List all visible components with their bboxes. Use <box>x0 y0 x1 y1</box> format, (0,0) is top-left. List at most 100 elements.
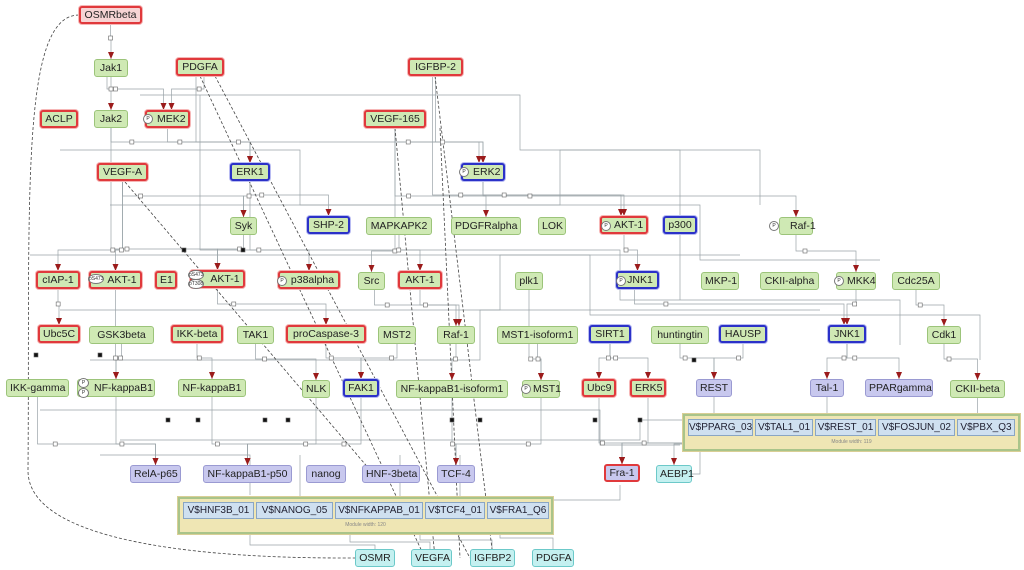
route-187 <box>40 409 680 446</box>
node-pdgfralpha[interactable]: PDGFRalpha <box>451 217 521 235</box>
node-ubc5c[interactable]: Ubc5C <box>38 325 80 343</box>
phospho-p38alpha: P <box>277 276 287 286</box>
node-mek2[interactable]: MEK2 <box>145 110 190 128</box>
node-ikkgamma[interactable]: IKK-gamma <box>6 379 69 397</box>
junction-layer <box>33 35 952 447</box>
phospho-mkk4: P <box>834 276 844 286</box>
node-mapkapk2[interactable]: MAPKAPK2 <box>366 217 432 235</box>
site-nanog-05[interactable]: V$NANOG_05 <box>256 502 333 519</box>
node-jnk1-a[interactable]: JNK1 <box>616 271 659 289</box>
edge-168 <box>621 397 649 464</box>
site-fosjun-02[interactable]: V$FOSJUN_02 <box>878 419 955 436</box>
node-ikkbeta[interactable]: IKK-beta <box>171 325 223 343</box>
site-fra1-q6[interactable]: V$FRA1_Q6 <box>487 502 549 519</box>
node-aebp1[interactable]: AEBP1 <box>656 465 694 483</box>
node-syk[interactable]: Syk <box>230 217 257 235</box>
node-vegfa-gene[interactable]: VEGFA <box>411 549 452 567</box>
node-erk5[interactable]: ERK5 <box>630 379 666 397</box>
phospho-erk2: P <box>459 167 469 177</box>
route-196 <box>419 534 493 549</box>
node-tak1[interactable]: TAK1 <box>237 326 274 344</box>
node-nfkappab1p50[interactable]: NF-kappaB1-p50 <box>203 465 292 483</box>
node-akt1-c[interactable]: AKT-1 <box>398 271 442 289</box>
arrowhead-47 <box>793 210 799 217</box>
node-p38alpha[interactable]: p38alpha <box>278 271 340 289</box>
arrowhead-101 <box>941 319 947 326</box>
node-nanog[interactable]: nanog <box>306 465 346 483</box>
node-cdk1[interactable]: Cdk1 <box>927 326 961 344</box>
node-ppargamma[interactable]: PPARgamma <box>865 379 933 397</box>
node-igfbp2[interactable]: IGFBP-2 <box>408 58 463 76</box>
node-hausp[interactable]: HAUSP <box>719 325 767 343</box>
node-mkp1[interactable]: MKP-1 <box>701 272 739 290</box>
phospho-raf1-top: P <box>769 221 779 231</box>
node-raf1-top[interactable]: Raf-1 <box>779 217 816 235</box>
site-pbx-q3[interactable]: V$PBX_Q3 <box>957 419 1015 436</box>
site-tcf4-01[interactable]: V$TCF4_01 <box>425 502 485 519</box>
node-tal1[interactable]: Tal-1 <box>810 379 844 397</box>
arrowhead-71 <box>634 264 641 271</box>
route-185 <box>60 254 740 311</box>
node-mst1isoform1[interactable]: MST1-isoform1 <box>497 326 578 344</box>
node-vegfa[interactable]: VEGF-A <box>97 163 148 181</box>
node-nlk[interactable]: NLK <box>302 380 330 398</box>
node-igfbp2-gene[interactable]: IGFBP2 <box>470 549 515 567</box>
node-osmrbeta[interactable]: OSMRbeta <box>79 6 142 24</box>
site-pparg-03[interactable]: V$PPARG_03 <box>688 419 753 436</box>
node-ciap1[interactable]: cIAP-1 <box>36 271 80 289</box>
node-shp2[interactable]: SHP-2 <box>307 216 350 234</box>
node-jak2[interactable]: Jak2 <box>94 110 128 128</box>
junction-40 <box>501 192 507 198</box>
junction-100 <box>917 302 923 308</box>
node-procaspase3[interactable]: proCaspase-3 <box>286 325 366 343</box>
node-vegf165[interactable]: VEGF-165 <box>364 110 426 128</box>
node-pdgfa-gene[interactable]: PDGFA <box>532 549 574 567</box>
node-pdgfa[interactable]: PDGFA <box>176 58 224 76</box>
node-p300[interactable]: p300 <box>663 216 697 234</box>
node-e1[interactable]: E1 <box>155 271 177 289</box>
site-tal1-01[interactable]: V$TAL1_01 <box>755 419 813 436</box>
junction-213 <box>477 417 483 423</box>
node-fak1[interactable]: FAK1 <box>343 379 379 397</box>
site-hnf3b-01[interactable]: V$HNF3B_01 <box>183 502 254 519</box>
node-tcf4[interactable]: TCF-4 <box>437 465 475 483</box>
node-raf1-mid[interactable]: Raf-1 <box>437 326 475 344</box>
edge-84 <box>419 289 457 326</box>
node-fra1[interactable]: Fra-1 <box>604 464 640 482</box>
junction-97 <box>663 301 669 307</box>
route-194 <box>249 534 376 549</box>
node-lok[interactable]: LOK <box>538 217 566 235</box>
node-ckiibeta[interactable]: CKII-beta <box>950 380 1005 398</box>
node-ckiialpha[interactable]: CKII-alpha <box>760 272 819 290</box>
junction-19 <box>405 139 411 145</box>
node-rest[interactable]: REST <box>696 379 732 397</box>
node-osmr-gene[interactable]: OSMR <box>355 549 395 567</box>
node-hnf3beta[interactable]: HNF-3beta <box>362 465 420 483</box>
node-erk1[interactable]: ERK1 <box>230 163 270 181</box>
node-aclp[interactable]: ACLP <box>40 110 78 128</box>
node-huntingtin[interactable]: huntingtin <box>651 326 709 344</box>
dashed-edge-202 <box>434 75 493 550</box>
node-jnk1-b[interactable]: JNK1 <box>828 325 866 343</box>
edge-153 <box>247 398 317 465</box>
node-sirt1[interactable]: SIRT1 <box>589 325 631 343</box>
node-cdc25a[interactable]: Cdc25A <box>892 272 940 290</box>
node-mst2[interactable]: MST2 <box>378 326 416 344</box>
site-rest-01[interactable]: V$REST_01 <box>815 419 876 436</box>
phospho-akt1-a: pS473 <box>88 274 104 284</box>
node-src[interactable]: Src <box>358 272 385 290</box>
node-plk1[interactable]: plk1 <box>515 272 543 290</box>
node-gsk3beta[interactable]: GSK3beta <box>89 326 154 344</box>
edge-111 <box>325 343 362 379</box>
node-jak1[interactable]: Jak1 <box>94 59 128 77</box>
node-nfkappab1isoform1[interactable]: NF-kappaB1-isoform1 <box>396 380 508 398</box>
junction-121 <box>535 356 541 362</box>
junction-211 <box>285 417 291 423</box>
node-nfkappab1-a[interactable]: NF-kappaB1 <box>77 379 155 397</box>
node-relap65[interactable]: RelA-p65 <box>130 465 181 483</box>
node-nfkappab1-b[interactable]: NF-kappaB1 <box>178 379 246 397</box>
junction-112 <box>328 355 334 361</box>
node-ubc9[interactable]: Ubc9 <box>582 379 616 397</box>
node-mst1[interactable]: MST1 <box>522 380 561 398</box>
site-nfkappab-01[interactable]: V$NFKAPPAB_01 <box>335 502 423 519</box>
